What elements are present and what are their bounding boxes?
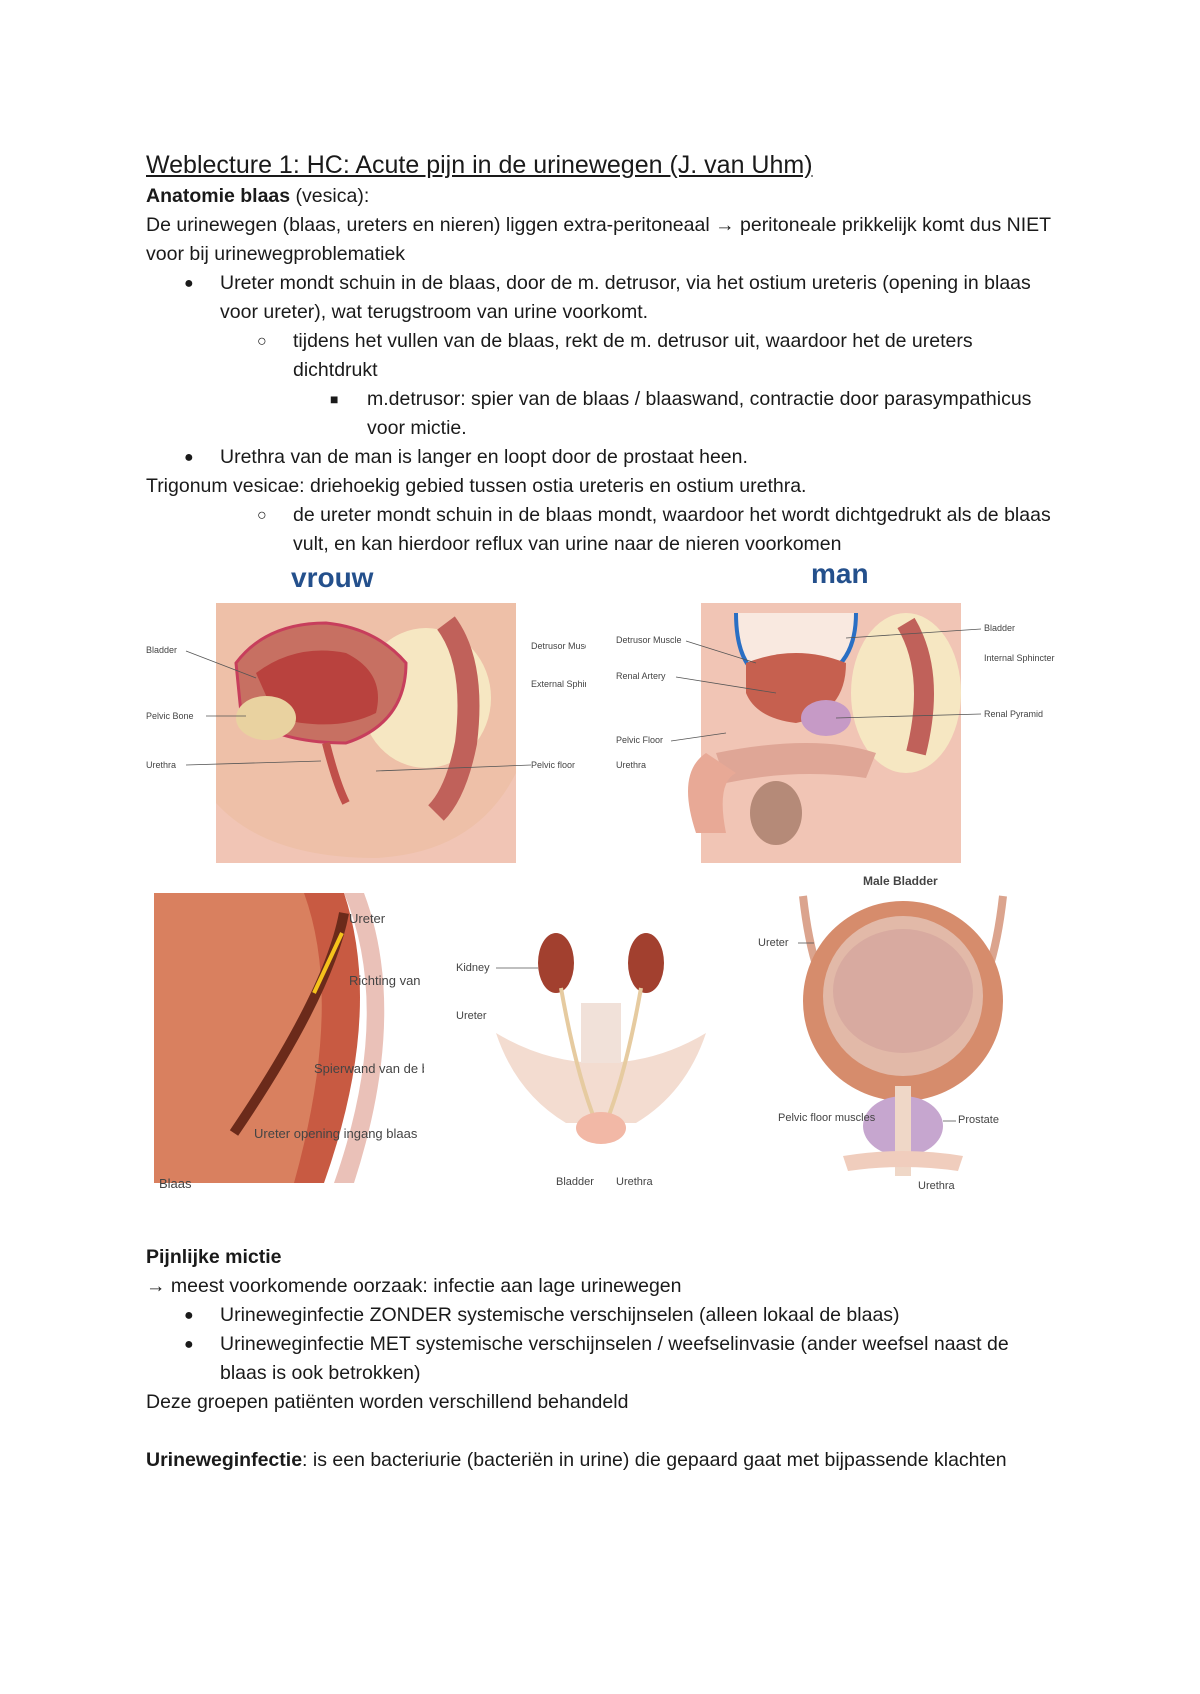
mictie-heading: Pijnlijke mictie <box>146 1246 282 1268</box>
label-bladder: Bladder <box>146 645 177 655</box>
label-pelvic-floor-muscles: Pelvic floor muscles <box>778 1112 876 1124</box>
mictie-line2: Deze groepen patiënten worden verschille… <box>146 1391 629 1413</box>
label-blaas: Blaas <box>159 1176 192 1191</box>
document-content: Weblecture 1: HC: Acute pijn in de urine… <box>146 148 1056 1475</box>
label-prostate: Prostate <box>958 1114 999 1126</box>
bullet-disc-icon: ● <box>184 1307 194 1324</box>
label-renal-artery: Renal Artery <box>616 671 666 681</box>
label-ureter: Ureter <box>349 911 386 926</box>
uwi-definition: : is een bacteriurie (bacteriën in urine… <box>302 1449 1007 1471</box>
label-external-sphincter: External Sphincter <box>531 679 586 689</box>
uwi-definition-line: Urineweginfectie: is een bacteriurie (ba… <box>146 1446 1056 1475</box>
figure-urinary-system: Kidney Ureter Bladder Urethra <box>456 893 746 1193</box>
figure-title: Male Bladder <box>863 874 938 888</box>
bullet-circle-icon: ○ <box>257 507 267 524</box>
list-item: ○de ureter mondt schuin in de blaas mond… <box>146 501 1056 559</box>
figure-male-bladder: Male Bladder Ureter Pelvic floor muscles… <box>758 871 1058 1193</box>
label-urethra: Urethra <box>616 760 646 770</box>
label-ureter: Ureter <box>456 1010 487 1022</box>
label-internal-sphincter: Internal Sphincter <box>984 653 1055 663</box>
anatomy-intro: De urinewegen (blaas, ureters en nieren)… <box>146 214 1051 265</box>
list-item: ●Urineweginfectie MET systemische versch… <box>146 1330 1056 1388</box>
label-detrusor-muscle: Detrusor Muscle <box>531 641 586 651</box>
figure-ureter-entry: Ureter Richting van de urinestroom Spier… <box>154 893 424 1193</box>
label-pelvic-floor: Pelvic Floor <box>616 735 663 745</box>
bullet-disc-icon: ● <box>184 449 194 466</box>
list-item: ●Urethra van de man is langer en loopt d… <box>146 443 1056 472</box>
label-pelvic-floor: Pelvic floor <box>531 760 575 770</box>
caption-vrouw: vrouw <box>291 562 374 593</box>
bullet-disc-icon: ● <box>184 1336 194 1353</box>
list-item: ●Ureter mondt schuin in de blaas, door d… <box>146 269 1056 327</box>
bullet-circle-icon: ○ <box>257 333 267 350</box>
page-title: Weblecture 1: HC: Acute pijn in de urine… <box>146 151 813 179</box>
bullet-disc-icon: ● <box>184 275 194 292</box>
mictie-list: ●Urineweginfectie ZONDER systemische ver… <box>146 1301 1056 1388</box>
mictie-line1: → meest voorkomende oorzaak: infectie aa… <box>146 1275 682 1297</box>
label-renal-pyramid: Renal Pyramid <box>984 709 1043 719</box>
list-item: ●Urineweginfectie ZONDER systemische ver… <box>146 1301 1056 1330</box>
figure-male-pelvis: Detrusor Muscle Renal Artery Pelvic Floo… <box>616 603 1056 865</box>
trigonum-text: Trigonum vesicae: driehoekig gebied tuss… <box>146 475 807 497</box>
label-urethra: Urethra <box>616 1176 654 1188</box>
spacer <box>146 1417 1056 1446</box>
bullet-square-icon: ■ <box>330 391 339 407</box>
label-ureter: Ureter <box>758 937 789 949</box>
anatomy-heading: Anatomie blaas <box>146 185 291 207</box>
uwi-term: Urineweginfectie <box>146 1449 303 1471</box>
label-kidney: Kidney <box>456 962 490 974</box>
trigonum-list: ○de ureter mondt schuin in de blaas mond… <box>146 501 1056 559</box>
label-bladder: Bladder <box>984 623 1015 633</box>
label-pelvic-bone: Pelvic Bone <box>146 711 194 721</box>
label-spierwand: Spierwand van de blaas <box>314 1061 424 1076</box>
figure-female-pelvis: Bladder Pelvic Bone Urethra Detrusor Mus… <box>146 603 586 865</box>
label-urethra: Urethra <box>146 760 176 770</box>
list-item: ○tijdens het vullen van de blaas, rekt d… <box>146 327 1056 385</box>
label-richting: Richting van de urinestroom <box>349 973 424 988</box>
label-bladder: Bladder <box>556 1176 594 1188</box>
list-item: ■m.detrusor: spier van de blaas / blaasw… <box>146 385 1056 443</box>
label-detrusor-muscle: Detrusor Muscle <box>616 635 682 645</box>
label-urethra: Urethra <box>918 1180 956 1192</box>
anatomy-heading-rest: (vesica): <box>290 185 370 207</box>
caption-man: man <box>811 558 869 589</box>
anatomy-list: ●Ureter mondt schuin in de blaas, door d… <box>146 269 1056 472</box>
anatomy-heading-line: Anatomie blaas (vesica): <box>146 182 1056 211</box>
anatomy-figures: vrouw Bladder Pelvic Bone Urethra Detrus… <box>146 559 1058 1243</box>
label-ureter-opening: Ureter opening ingang blaas <box>254 1126 418 1141</box>
